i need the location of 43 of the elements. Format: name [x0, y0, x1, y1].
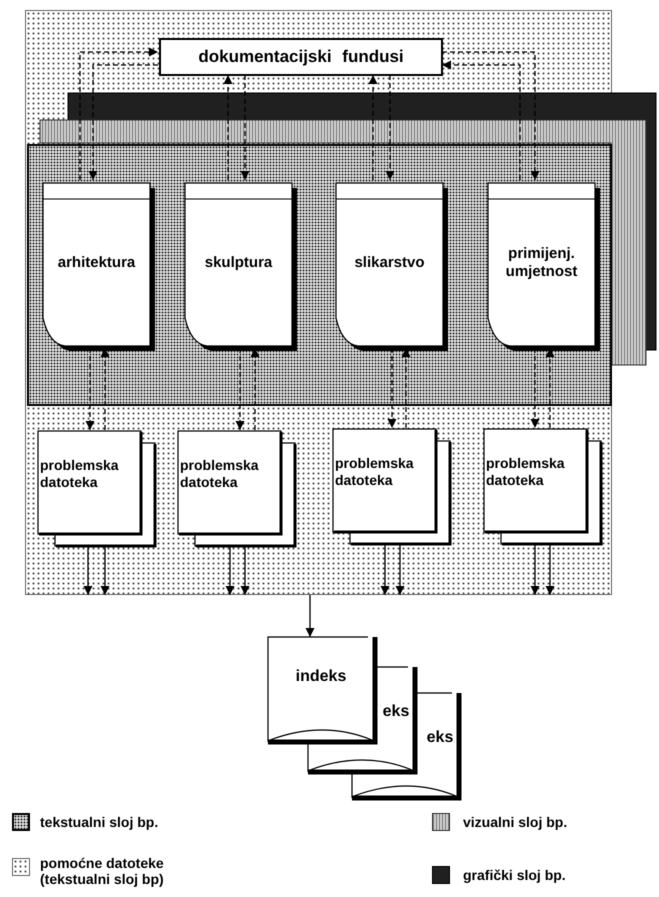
process-box	[159, 38, 443, 76]
arrow	[84, 547, 92, 595]
arrow	[546, 348, 554, 428]
node-label: primijenj. umjetnost	[504, 244, 578, 280]
legend-label: tekstualni sloj bp.	[40, 814, 160, 830]
arrow	[88, 64, 158, 180]
node-label: arhitektura	[58, 254, 136, 272]
arrow	[250, 348, 260, 430]
node-label: eks	[382, 702, 410, 722]
legend-label: vizualni sloj bp.	[463, 814, 568, 830]
arrow	[388, 348, 396, 428]
arrow	[100, 547, 110, 595]
arrow	[396, 545, 404, 595]
node-label: problemska datoteka	[486, 455, 566, 489]
node-label: problemska datoteka	[335, 455, 415, 489]
text-layer-panel	[27, 144, 612, 406]
arrow	[442, 51, 540, 180]
legend-label: grafički sloj bp.	[463, 867, 567, 883]
node-label: problemska datoteka	[180, 457, 260, 491]
legend-label: pomoćne datoteke (tekstualni sloj bp)	[40, 855, 165, 887]
arrow	[386, 75, 394, 180]
node-label: skulptura	[204, 254, 272, 272]
node-label: indeks	[296, 667, 346, 687]
arrow	[530, 545, 540, 595]
arrow	[100, 348, 110, 430]
arrow	[530, 348, 540, 428]
arrow	[306, 595, 314, 637]
arrow	[368, 75, 378, 180]
arrow	[442, 60, 521, 180]
arrow	[226, 547, 234, 595]
arrow	[236, 348, 244, 430]
node-label: slikarstvo	[354, 254, 425, 272]
node-label: problemska datoteka	[40, 457, 120, 491]
node-label: eks	[426, 728, 454, 748]
arrow	[546, 545, 554, 595]
arrow	[380, 545, 390, 595]
arrow	[240, 547, 250, 595]
arrow	[402, 348, 410, 428]
arrow	[224, 75, 232, 180]
arrow	[79, 48, 158, 180]
arrow	[240, 75, 250, 180]
node-label: dokumentacijski fundusi	[198, 46, 404, 68]
arrow	[86, 348, 94, 430]
